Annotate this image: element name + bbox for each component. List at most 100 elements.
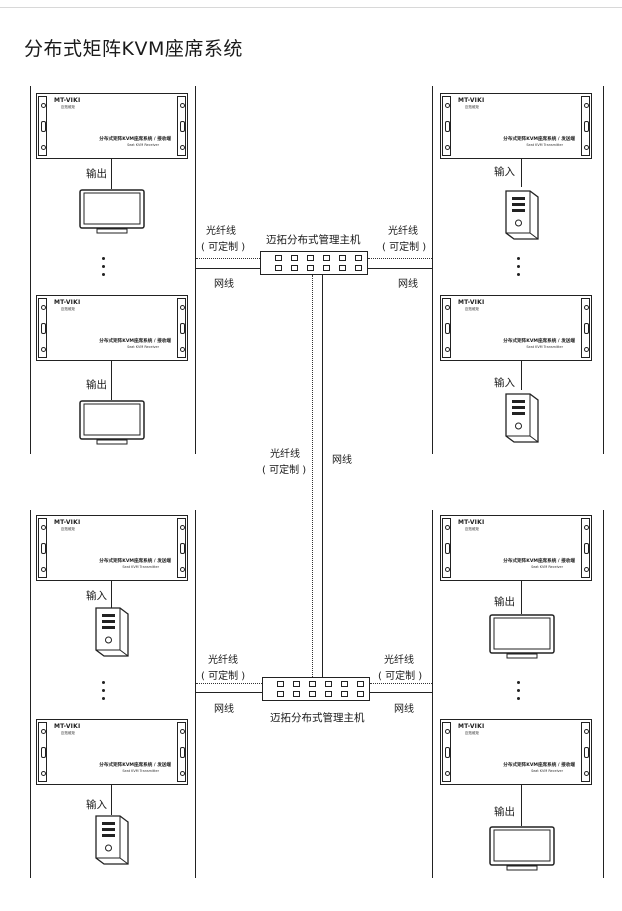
panel-bottom-right <box>432 510 604 878</box>
fiber-link <box>370 683 432 684</box>
fiber-label: 光纤线 <box>206 226 236 237</box>
connector-line <box>521 785 522 826</box>
receiver-unit-1: MT-VIKI 迈拓维矩 分布式矩阵KVM座席系统 / 接收端 Seat KVM… <box>36 93 188 159</box>
input-label: 输入 <box>494 377 515 389</box>
network-link <box>370 692 432 693</box>
unit-title: 分布式矩阵KVM座席系统 / 接收端 <box>503 559 575 564</box>
unit-subtitle: Seat KVM Transmitter <box>526 345 563 349</box>
rack-ear-right <box>581 96 590 156</box>
rack-ear-left <box>442 722 451 782</box>
fiber-link <box>196 258 260 259</box>
panel-top-right <box>432 86 604 454</box>
unit-title: 分布式矩阵KVM座席系统 / 接收端 <box>503 763 575 768</box>
brand-sub: 迈拓维矩 <box>465 105 479 109</box>
bottom-switch-label: 迈拓分布式管理主机 <box>270 712 365 724</box>
brand-logo: MT-VIKI <box>458 519 485 526</box>
rack-ear-left <box>38 722 47 782</box>
rack-ear-right <box>177 96 186 156</box>
fiber-label: 光纤线 <box>208 655 238 666</box>
brand-sub: 迈拓维矩 <box>61 527 75 531</box>
unit-title: 分布式矩阵KVM座席系统 / 接收端 <box>99 339 171 344</box>
unit-subtitle: Seat KVM Receiver <box>531 769 563 773</box>
ellipsis-icon <box>102 681 106 705</box>
brand-logo: MT-VIKI <box>54 519 81 526</box>
pc-tower-icon <box>505 393 539 443</box>
monitor-icon <box>79 400 145 445</box>
brand-logo: MT-VIKI <box>458 299 485 306</box>
panel-top-left <box>30 86 195 454</box>
top-switch <box>260 251 368 275</box>
unit-subtitle: Seat KVM Transmitter <box>526 143 563 147</box>
connector-line <box>521 581 522 614</box>
transmitter-unit-3: MT-VIKI 迈拓维矩 分布式矩阵KVM座席系统 / 发送端 Seat KVM… <box>36 515 188 581</box>
rack-ear-right <box>177 298 186 358</box>
customizable-label: ( 可定制 ) <box>201 242 246 253</box>
fiber-link <box>368 258 432 259</box>
unit-subtitle: Seat KVM Transmitter <box>122 565 159 569</box>
pc-tower-icon <box>95 607 129 657</box>
brand-logo: MT-VIKI <box>458 723 485 730</box>
brand-logo: MT-VIKI <box>54 299 81 306</box>
output-label: 输出 <box>494 596 515 608</box>
connector-line <box>111 785 112 815</box>
brand-sub: 迈拓维矩 <box>465 527 479 531</box>
network-label: 网线 <box>332 455 352 466</box>
pc-tower-icon <box>95 815 129 865</box>
fiber-label: 光纤线 <box>388 226 418 237</box>
unit-subtitle: Seat KVM Receiver <box>531 565 563 569</box>
connector-line <box>111 361 112 400</box>
brand-sub: 迈拓维矩 <box>61 731 75 735</box>
input-label: 输入 <box>86 799 107 811</box>
input-label: 输入 <box>494 166 515 178</box>
connector-line <box>521 159 522 187</box>
rack-ear-left <box>38 518 47 578</box>
network-trunk <box>322 275 323 677</box>
fiber-label: 光纤线 <box>270 449 300 460</box>
network-link <box>368 268 432 269</box>
transmitter-unit-4: MT-VIKI 迈拓维矩 分布式矩阵KVM座席系统 / 发送端 Seat KVM… <box>36 719 188 785</box>
panel-bottom-right-divider <box>432 510 433 878</box>
output-label: 输出 <box>494 806 515 818</box>
connector-line <box>521 361 522 390</box>
unit-title: 分布式矩阵KVM座席系统 / 接收端 <box>99 137 171 142</box>
customizable-label: ( 可定制 ) <box>378 671 423 682</box>
connector-line <box>111 581 112 608</box>
brand-logo: MT-VIKI <box>54 723 81 730</box>
receiver-unit-4: MT-VIKI 迈拓维矩 分布式矩阵KVM座席系统 / 接收端 Seat KVM… <box>440 719 592 785</box>
rack-ear-left <box>442 518 451 578</box>
fiber-trunk <box>312 275 313 677</box>
connector-line <box>111 159 112 189</box>
customizable-label: ( 可定制 ) <box>201 671 246 682</box>
rack-ear-right <box>581 298 590 358</box>
unit-subtitle: Seat KVM Receiver <box>127 143 159 147</box>
network-label: 网线 <box>214 279 234 290</box>
unit-subtitle: Seat KVM Transmitter <box>122 769 159 773</box>
unit-title: 分布式矩阵KVM座席系统 / 发送端 <box>99 559 171 564</box>
monitor-icon <box>79 189 145 234</box>
panel-top-right-divider <box>432 86 433 454</box>
bottom-switch <box>262 677 370 701</box>
brand-logo: MT-VIKI <box>458 97 485 104</box>
fiber-link <box>196 683 262 684</box>
rack-ear-left <box>38 298 47 358</box>
transmitter-unit-2: MT-VIKI 迈拓维矩 分布式矩阵KVM座席系统 / 发送端 Seat KVM… <box>440 295 592 361</box>
ellipsis-icon <box>517 681 521 705</box>
output-label: 输出 <box>86 379 107 391</box>
rack-ear-left <box>38 96 47 156</box>
receiver-unit-2: MT-VIKI 迈拓维矩 分布式矩阵KVM座席系统 / 接收端 Seat KVM… <box>36 295 188 361</box>
network-label: 网线 <box>398 279 418 290</box>
brand-sub: 迈拓维矩 <box>465 307 479 311</box>
panel-bottom-left-divider <box>195 510 196 878</box>
customizable-label: ( 可定制 ) <box>382 242 427 253</box>
network-link <box>196 692 262 693</box>
page-title: 分布式矩阵KVM座席系统 <box>24 38 243 60</box>
network-label: 网线 <box>394 704 414 715</box>
rack-ear-right <box>581 722 590 782</box>
unit-title: 分布式矩阵KVM座席系统 / 发送端 <box>99 763 171 768</box>
network-link <box>196 268 260 269</box>
brand-logo: MT-VIKI <box>54 97 81 104</box>
rack-ear-right <box>581 518 590 578</box>
rack-ear-left <box>442 298 451 358</box>
panel-top-left-divider <box>195 86 196 454</box>
unit-subtitle: Seat KVM Receiver <box>127 345 159 349</box>
